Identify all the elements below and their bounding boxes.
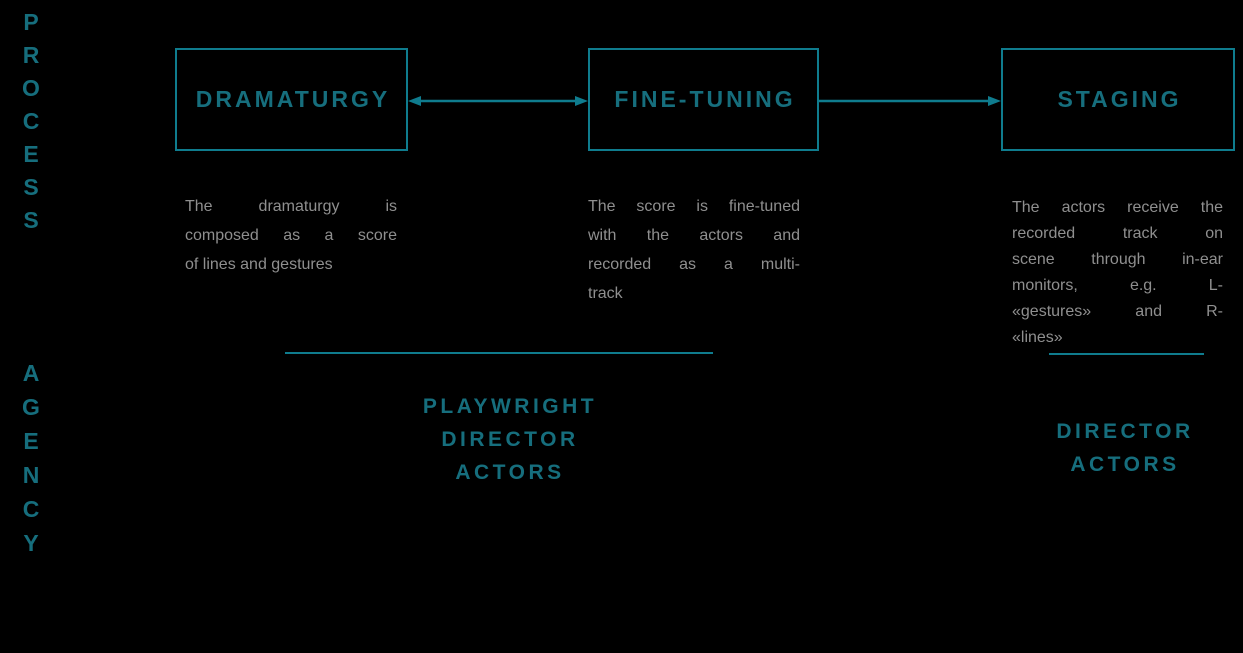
description-line: composed as a score bbox=[185, 227, 397, 244]
agency-axis-label: AGENCY bbox=[22, 360, 40, 556]
description-line: recorded track on bbox=[1012, 225, 1223, 242]
description-line: The dramaturgy is bbox=[185, 198, 397, 215]
step-title: DRAMATURGY bbox=[195, 86, 391, 112]
agency-member: DIRECTOR bbox=[1056, 420, 1194, 443]
step-box-fine-tuning: FINE-TUNING bbox=[588, 48, 819, 151]
agency-member: PLAYWRIGHT bbox=[422, 395, 598, 418]
step-description-dramaturgy: The dramaturgy is composed as a score of… bbox=[185, 192, 397, 279]
description-line: scene through in-ear bbox=[1012, 251, 1223, 268]
process-axis-label: PROCESS bbox=[22, 9, 40, 233]
step-title: STAGING bbox=[1057, 86, 1182, 112]
right-arrow-icon bbox=[819, 93, 1001, 109]
description-line: of lines and gestures bbox=[185, 256, 333, 273]
agency-divider-right bbox=[1049, 353, 1204, 355]
description-line: monitors, e.g. L- bbox=[1012, 277, 1223, 294]
agency-group-right: DIRECTOR ACTORS bbox=[1005, 415, 1243, 481]
agency-member: ACTORS bbox=[455, 461, 565, 484]
step-box-staging: STAGING bbox=[1001, 48, 1235, 151]
agency-divider-left bbox=[285, 352, 713, 354]
step-box-dramaturgy: DRAMATURGY bbox=[175, 48, 408, 151]
description-line: track bbox=[588, 285, 623, 302]
step-title: FINE-TUNING bbox=[614, 86, 796, 112]
double-arrow-icon bbox=[408, 93, 588, 109]
agency-member: ACTORS bbox=[1070, 453, 1180, 476]
agency-member: DIRECTOR bbox=[441, 428, 579, 451]
step-description-fine-tuning: The score is fine-tuned with the actors … bbox=[588, 192, 800, 308]
description-line: «gestures» and R- bbox=[1012, 303, 1223, 320]
description-line: recorded as a multi- bbox=[588, 256, 800, 273]
description-line: The score is fine-tuned bbox=[588, 198, 800, 215]
agency-group-left: PLAYWRIGHT DIRECTOR ACTORS bbox=[350, 390, 670, 489]
description-line: «lines» bbox=[1012, 329, 1063, 346]
description-line: The actors receive the bbox=[1012, 199, 1223, 216]
description-line: with the actors and bbox=[588, 227, 800, 244]
step-description-staging: The actors receive the recorded track on… bbox=[1012, 195, 1223, 351]
